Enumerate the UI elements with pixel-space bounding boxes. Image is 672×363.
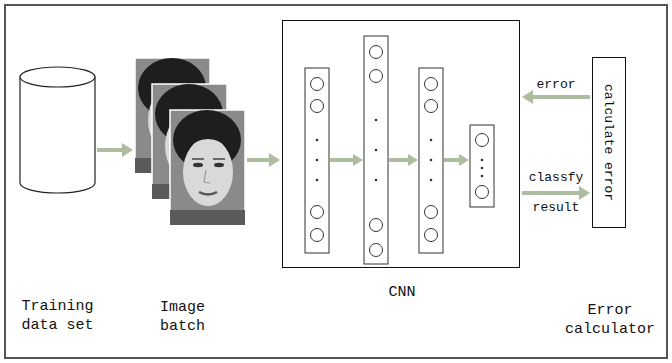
edge-label: error (525, 77, 587, 92)
node-label: Image batch (135, 298, 230, 336)
database-node: Training data set (20, 67, 95, 195)
flow-arrow (247, 153, 280, 167)
arrow-head (122, 143, 133, 157)
box-text: calculate error (600, 84, 619, 201)
arrow-head (522, 90, 533, 104)
error-calculator-box: calculate errorError calculator (592, 57, 626, 228)
node-label: Error calculator (555, 301, 665, 339)
arrow-line (247, 158, 271, 162)
image-batch-node: Image batch (135, 58, 245, 225)
face-image (170, 110, 245, 225)
arrow-line (522, 191, 581, 195)
node-label: Training data set (5, 297, 110, 335)
cnn-box: CNN (282, 20, 520, 268)
arrow-head (579, 186, 590, 200)
flow-arrow (522, 186, 590, 200)
layer-arrows (330, 154, 469, 166)
arrow-line (531, 95, 590, 99)
outer-frame (5, 5, 667, 358)
edge-label: classfy result (525, 163, 587, 223)
ellipsis-dots (316, 119, 484, 182)
arrow-head (269, 153, 280, 167)
flow-arrow (97, 143, 133, 157)
database-cylinder (20, 67, 95, 193)
neuron-layers (305, 36, 494, 264)
node-label: CNN (283, 283, 521, 302)
flow-arrow (522, 90, 590, 104)
arrow-line (97, 148, 124, 152)
